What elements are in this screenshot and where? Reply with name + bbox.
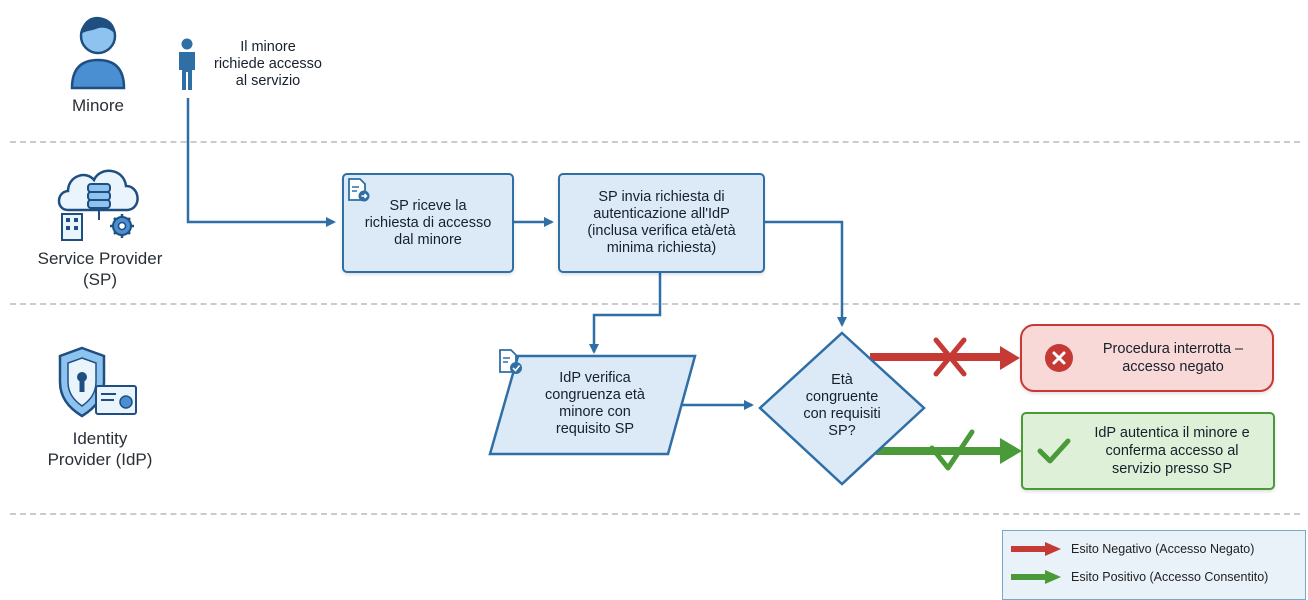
- step-sp-send-text: SP invia richiesta di autenticazione all…: [587, 189, 736, 256]
- connector-start-to-receive: [186, 98, 336, 227]
- document-check-icon: [499, 349, 522, 374]
- outcome-negative: Procedura interrotta – accesso negato: [1020, 324, 1274, 392]
- step-sp-send: SP invia richiesta di autenticazione all…: [558, 173, 765, 273]
- connector-send-to-verify: [589, 272, 662, 354]
- cloud-server-icon: [57, 169, 139, 241]
- legend-item-negative: Esito Negativo (Accesso Negato): [1011, 539, 1254, 559]
- outcome-positive-text: IdP autentica il minore e conferma acces…: [1094, 425, 1250, 477]
- outcome-negative-text: Procedura interrotta – accesso negato: [1102, 341, 1244, 375]
- start-annotation: Il minore richiede accesso al servizio: [214, 39, 322, 89]
- positive-arrow: [1000, 438, 1022, 464]
- legend: Esito Negativo (Accesso Negato) Esito Po…: [1002, 530, 1306, 600]
- person-icon: [179, 38, 195, 90]
- green-arrow-icon: [1011, 570, 1061, 584]
- shield-certificate-icon: [58, 346, 137, 418]
- success-check-icon: [1037, 438, 1071, 464]
- document-arrow-icon: [348, 178, 370, 202]
- lane-label-service-provider: Service Provider (SP): [37, 249, 163, 289]
- decision-diamond-shape: [758, 331, 926, 486]
- legend-label-negative: Esito Negativo (Accesso Negato): [1071, 542, 1255, 556]
- error-x-icon: [1045, 344, 1073, 372]
- cross-mark-icon: [933, 337, 967, 377]
- lane-divider-3: [10, 513, 1300, 515]
- legend-item-positive: Esito Positivo (Accesso Consentito): [1011, 567, 1268, 587]
- lane-divider-2: [10, 303, 1300, 305]
- decision-text: Età congruente con requisiti SP?: [803, 372, 881, 439]
- connector-send-to-decision: [765, 220, 847, 327]
- step-sp-receive: SP riceve la richiesta di accesso dal mi…: [342, 173, 514, 273]
- verify-parallelogram-shape: [488, 354, 697, 456]
- lane-label-identity-provider: Identity Provider (IdP): [47, 429, 153, 469]
- lane-label-minore: Minore: [72, 96, 124, 115]
- outcome-positive: IdP autentica il minore e conferma acces…: [1021, 412, 1275, 490]
- step-sp-receive-text: SP riceve la richiesta di accesso dal mi…: [364, 197, 492, 248]
- lane-divider-1: [10, 141, 1300, 143]
- check-mark-icon: [929, 429, 975, 471]
- legend-label-positive: Esito Positivo (Accesso Consentito): [1071, 570, 1269, 584]
- user-avatar-icon: [70, 16, 126, 90]
- red-arrow-icon: [1011, 542, 1061, 556]
- step-idp-verify-text: IdP verifica congruenza età minore con r…: [545, 370, 645, 437]
